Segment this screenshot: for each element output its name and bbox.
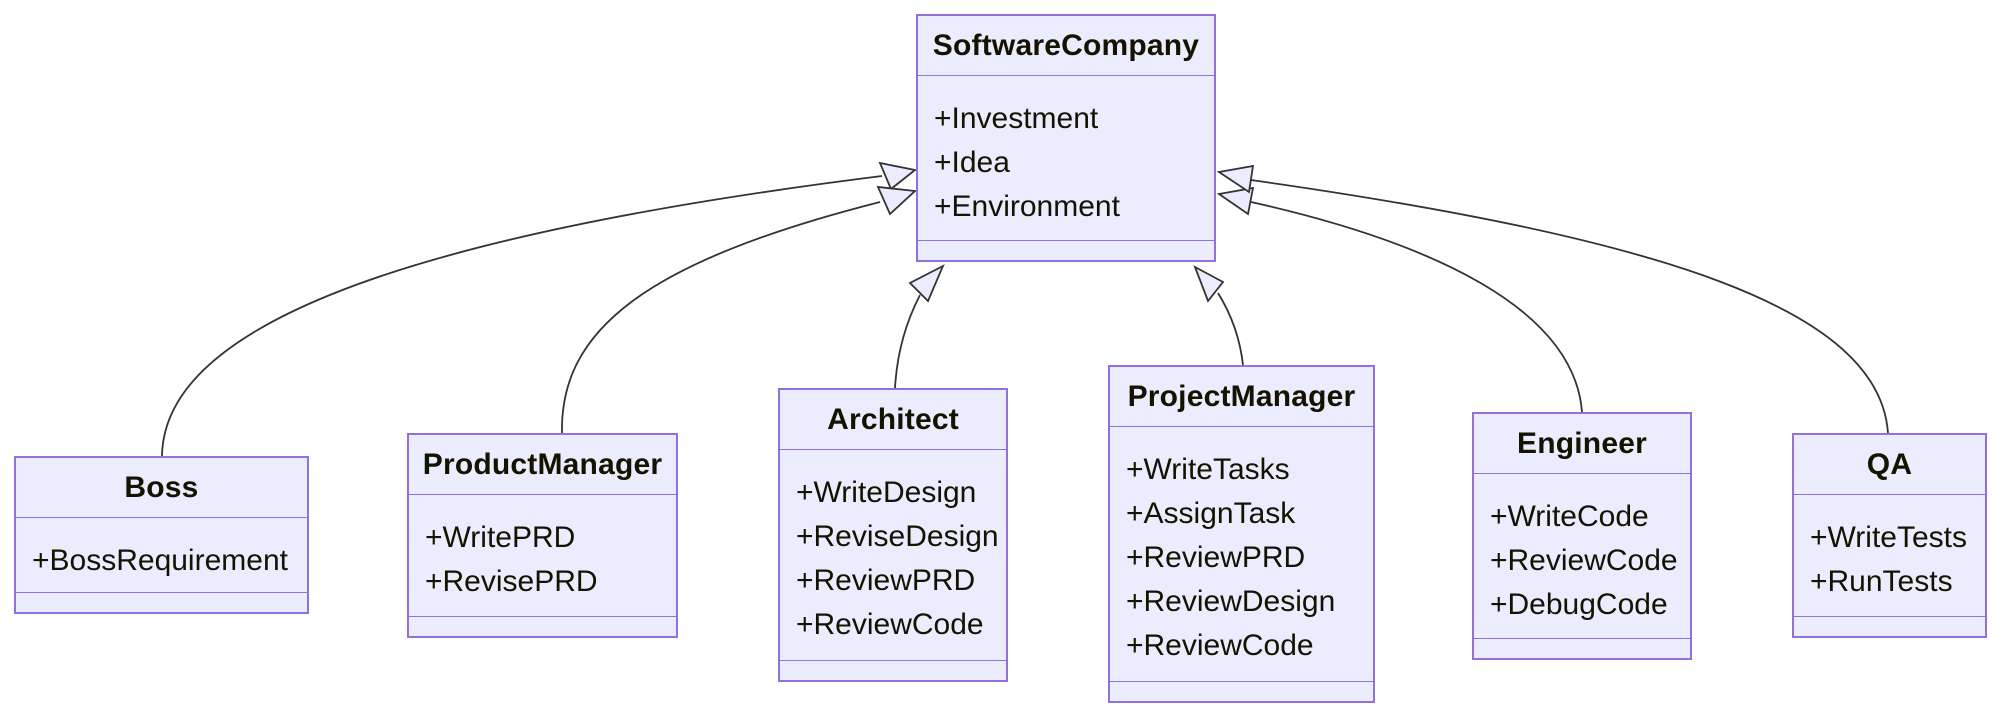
inheritance-arrowhead-architect-icon — [908, 264, 945, 303]
class-members: +WriteCode +ReviewCode +DebugCode — [1474, 474, 1690, 638]
class-title: Boss — [16, 458, 307, 518]
class-member: +ReviewPRD — [1126, 541, 1306, 574]
class-footer-compartment — [780, 660, 1006, 680]
edge-engineer-inherits-softwarecompany — [1250, 201, 1583, 413]
class-title: QA — [1794, 435, 1985, 495]
class-member: +Idea — [934, 146, 1010, 179]
inheritance-arrowhead-boss-icon — [878, 161, 918, 191]
class-footer-compartment — [409, 616, 676, 636]
class-footer-compartment — [1110, 681, 1373, 701]
class-members: +WriteTests +RunTests — [1794, 495, 1985, 616]
class-members: +WritePRD +RevisePRD — [409, 495, 676, 616]
class-member: +ReviewCode — [1126, 629, 1314, 662]
inheritance-arrowhead-engineer-icon — [1216, 186, 1255, 216]
class-member: +ReviewCode — [1490, 544, 1678, 577]
inheritance-arrowhead-productmanager-icon — [876, 185, 918, 216]
class-members: +WriteDesign +ReviseDesign +ReviewPRD +R… — [780, 450, 1006, 660]
class-member: +BossRequirement — [32, 544, 288, 577]
class-footer-compartment — [1794, 616, 1985, 636]
class-title: ProjectManager — [1110, 367, 1373, 427]
class-footer-compartment — [918, 240, 1214, 260]
class-title: SoftwareCompany — [918, 16, 1214, 76]
class-member: +ReviewDesign — [1126, 585, 1336, 618]
class-member: +Investment — [934, 102, 1099, 135]
class-member: +WriteCode — [1490, 500, 1649, 533]
class-footer-compartment — [16, 592, 307, 612]
class-box-architect: Architect +WriteDesign +ReviseDesign +Re… — [778, 388, 1008, 682]
class-title: Architect — [780, 390, 1006, 450]
class-box-softwarecompany: SoftwareCompany +Investment +Idea +Envir… — [916, 14, 1216, 262]
class-member: +DebugCode — [1490, 588, 1668, 621]
class-box-projectmanager: ProjectManager +WriteTasks +AssignTask +… — [1108, 365, 1375, 703]
class-member: +ReviseDesign — [796, 520, 999, 553]
class-box-qa: QA +WriteTests +RunTests — [1792, 433, 1987, 638]
class-footer-compartment — [1474, 638, 1690, 658]
class-box-boss: Boss +BossRequirement — [14, 456, 309, 614]
class-members: +BossRequirement — [16, 518, 307, 592]
class-members: +Investment +Idea +Environment — [918, 76, 1214, 240]
class-member: +RevisePRD — [425, 565, 598, 598]
class-member: +Environment — [934, 190, 1120, 223]
edge-boss-inherits-softwarecompany — [161, 175, 883, 457]
class-member: +ReviewCode — [796, 608, 984, 641]
class-member: +RunTests — [1810, 565, 1953, 598]
class-member: +AssignTask — [1126, 497, 1296, 530]
edge-architect-inherits-softwarecompany — [894, 294, 921, 389]
edge-productmanager-inherits-softwarecompany — [561, 201, 881, 434]
class-member: +WriteTasks — [1126, 453, 1290, 486]
class-box-engineer: Engineer +WriteCode +ReviewCode +DebugCo… — [1472, 412, 1692, 660]
class-member: +WriteDesign — [796, 476, 977, 509]
class-members: +WriteTasks +AssignTask +ReviewPRD +Revi… — [1110, 427, 1373, 681]
class-box-productmanager: ProductManager +WritePRD +RevisePRD — [407, 433, 678, 638]
inheritance-arrowhead-qa-icon — [1216, 164, 1255, 194]
class-member: +WriteTests — [1810, 521, 1967, 554]
class-member: +WritePRD — [425, 521, 576, 554]
class-title: ProductManager — [409, 435, 676, 495]
class-member: +ReviewPRD — [796, 564, 976, 597]
inheritance-arrowhead-projectmanager-icon — [1193, 265, 1225, 303]
edge-projectmanager-inherits-softwarecompany — [1217, 292, 1244, 366]
edge-qa-inherits-softwarecompany — [1250, 179, 1889, 434]
class-title: Engineer — [1474, 414, 1690, 474]
